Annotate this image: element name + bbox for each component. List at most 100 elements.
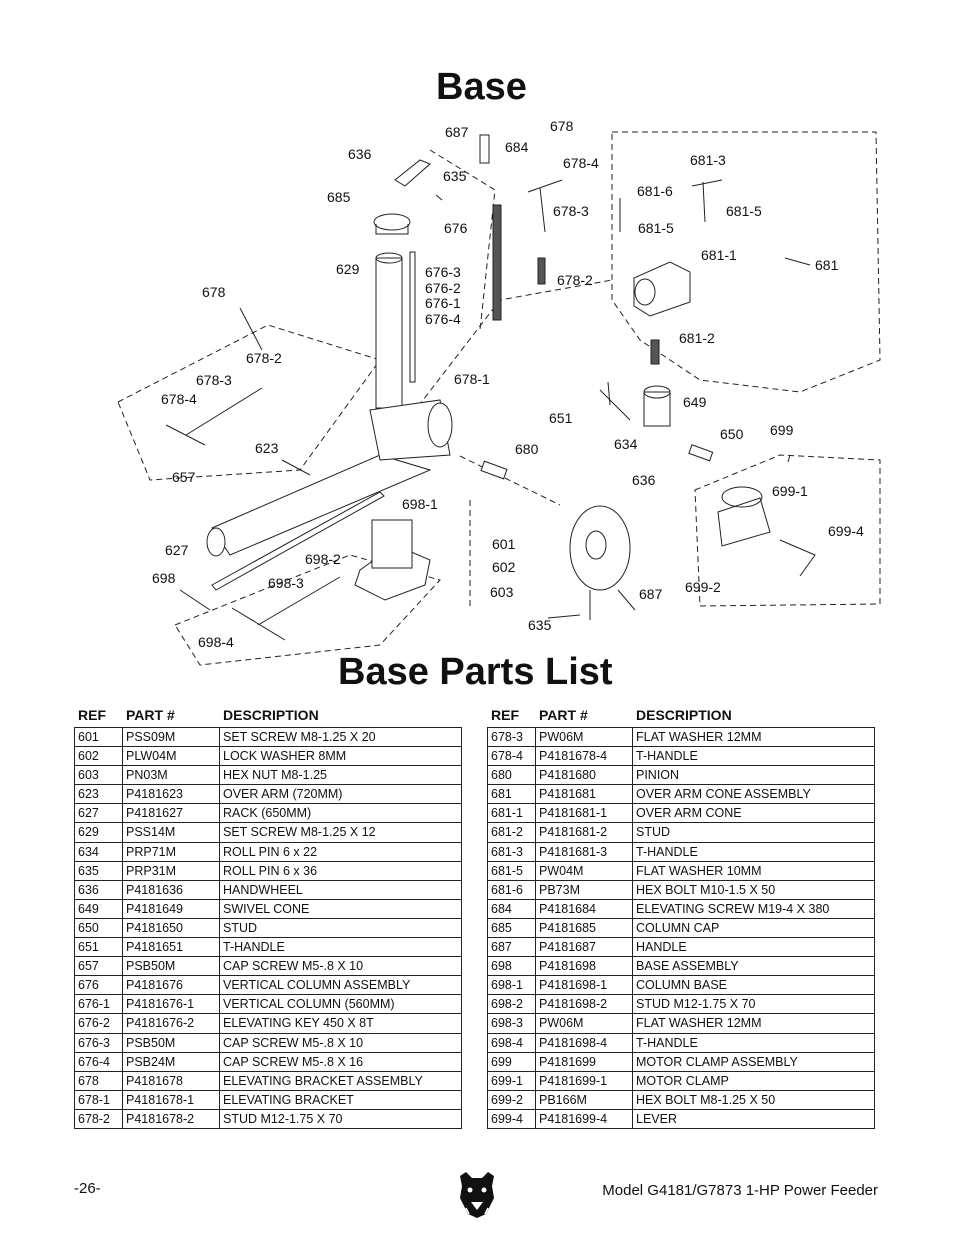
part-number-cell: P4181651 [123,938,220,957]
ref-cell: 681-1 [488,804,536,823]
callout-label: 629 [336,261,360,277]
description-cell: COLUMN CAP [636,920,720,935]
ref-cell: 629 [75,823,123,842]
description-cell: STUD [636,825,671,840]
part-number-cell: PN03M [123,766,220,785]
ref-cell: 698 [488,957,536,976]
header-description: DESCRIPTION [223,707,319,723]
part-number-cell: P4181678-4 [536,747,633,766]
part-number-cell: PRP31M [123,861,220,880]
callout-label: 676-1 [425,295,461,311]
callout-label: 681-5 [638,220,674,236]
callout-label: 698-4 [198,634,234,650]
ref-cell: 678-2 [75,1109,123,1128]
callout-label: 650 [720,426,744,442]
part-number-cell: P4181681-3 [536,842,633,861]
part-number-cell: P4181681 [536,785,633,804]
ref-cell: 687 [488,938,536,957]
part-number-cell: PW04M [536,861,633,880]
description-cell: CAP SCREW M5-.8 X 10 [223,1035,364,1050]
ref-cell: 699-1 [488,1071,536,1090]
bear-logo-icon [460,1172,494,1218]
description-cell: ELEVATING BRACKET [223,1092,354,1107]
part-number-cell: P4181699 [536,1052,633,1071]
table-header: REF PART # DESCRIPTION [487,703,875,727]
description-cell: ELEVATING KEY 450 X 8T [223,1016,374,1031]
callout-label: 678-3 [553,203,589,219]
part-number-cell: P4181698 [536,957,633,976]
description-cell: HEX BOLT M10-1.5 X 50 [636,882,776,897]
description-cell: OVER ARM CONE ASSEMBLY [636,787,811,802]
description-cell: STUD M12-1.75 X 70 [636,997,756,1012]
part-number-cell: PRP71M [123,842,220,861]
description-cell: OVER ARM (720MM) [223,787,343,802]
ref-cell: 684 [488,899,536,918]
description-cell: FLAT WASHER 12MM [636,730,762,744]
ref-cell: 676-1 [75,995,123,1014]
callout-label: 603 [490,584,514,600]
ref-cell: 681-5 [488,861,536,880]
part-number-cell: P4181699-1 [536,1071,633,1090]
ref-cell: 657 [75,957,123,976]
model-footer: Model G4181/G7873 1-HP Power Feeder [602,1182,878,1199]
part-number-cell: P4181650 [123,918,220,938]
part-number-cell: PSB50M [123,957,220,976]
ref-cell: 601 [75,728,123,747]
callout-label: 681-3 [690,152,726,168]
callout-label: 678 [550,118,574,134]
table-header: REF PART # DESCRIPTION [74,703,462,727]
callout-label: 698-1 [402,496,438,512]
page-number: -26- [74,1180,101,1197]
callout-label: 699-1 [772,483,808,499]
part-number-cell: P4181676-1 [123,995,220,1014]
part-number-cell: PSB50M [123,1033,220,1052]
part-number-cell: P4181627 [123,804,220,823]
ref-cell: 678-1 [75,1090,123,1109]
callout-label: 678-3 [196,372,232,388]
description-cell: STUD M12-1.75 X 70 [223,1111,343,1126]
part-number-cell: PLW04M [123,747,220,766]
callout-label: 676-4 [425,311,461,327]
callout-label: 699-4 [828,523,864,539]
ref-cell: 681-6 [488,880,536,899]
part-number-cell: PSS14M [123,823,220,842]
ref-cell: 602 [75,747,123,766]
description-cell: COLUMN BASE [636,978,727,993]
description-cell: T-HANDLE [636,1035,698,1050]
part-number-cell: P4181678 [123,1071,220,1090]
callout-label: 634 [614,436,638,452]
ref-cell: 676-2 [75,1014,123,1033]
ref-cell: 685 [488,918,536,938]
callout-label: 681-6 [637,183,673,199]
ref-cell: 681 [488,785,536,804]
header-ref: REF [78,707,106,723]
ref-cell: 676-4 [75,1052,123,1071]
ref-cell: 623 [75,785,123,804]
